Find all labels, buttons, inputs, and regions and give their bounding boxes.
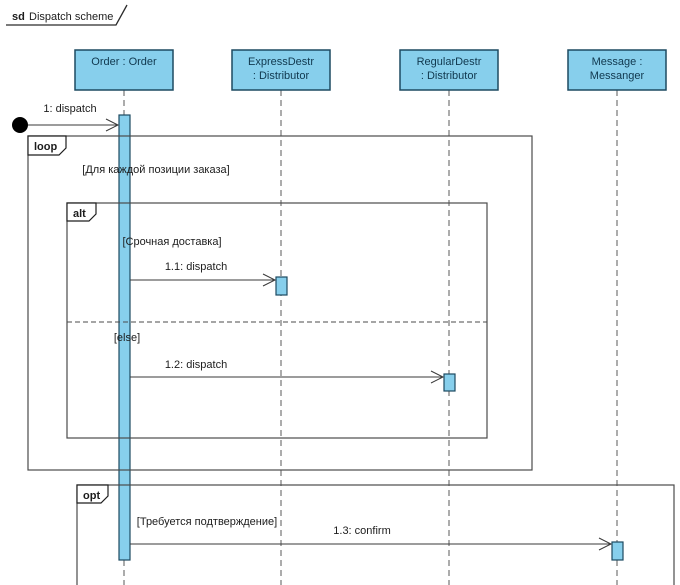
message-name-line1: Message : <box>592 56 643 68</box>
message-1-2-dispatch[interactable]: 1.2: dispatch <box>130 359 445 384</box>
order-name-line1: Order : Order <box>91 56 157 68</box>
alt-fragment[interactable]: alt [Срочная доставка] [else] <box>66 202 488 439</box>
open-arrowhead-icon <box>430 370 445 384</box>
order-activation-bar[interactable] <box>118 114 131 561</box>
message-1-3-confirm[interactable]: 1.3: confirm <box>130 525 613 551</box>
loop-fragment-border <box>27 135 533 471</box>
express-name-line2: : Distributor <box>253 70 310 82</box>
opt-operator-label: opt <box>83 490 100 502</box>
loop-fragment[interactable]: loop [Для каждой позиции заказа] <box>27 135 533 471</box>
express-name-line1: ExpressDestr <box>248 56 314 68</box>
frame-keyword: sd <box>12 11 25 23</box>
alt-fragment-border <box>66 202 488 439</box>
message-1-dispatch[interactable]: 1: dispatch <box>28 103 120 132</box>
alt-guard2-label: [else] <box>114 332 140 344</box>
alt-operator-tag <box>66 202 97 222</box>
message-activation-bar[interactable] <box>611 541 624 561</box>
express-activation-bar[interactable] <box>275 276 288 296</box>
regular-name-line2: : Distributor <box>421 70 478 82</box>
message-label: 1.2: dispatch <box>165 359 227 371</box>
opt-guard-label: [Требуется подтверждение] <box>137 516 277 528</box>
lifeline-message[interactable]: Message : Messanger <box>567 49 667 91</box>
lifeline-order[interactable]: Order : Order <box>74 49 174 91</box>
message-label: 1.3: confirm <box>333 525 390 537</box>
opt-fragment-border <box>76 484 675 585</box>
frame-title: Dispatch scheme <box>29 11 113 23</box>
loop-guard-label: [Для каждой позиции заказа] <box>82 164 229 176</box>
express-header-box[interactable] <box>231 49 331 91</box>
message-1-1-dispatch[interactable]: 1.1: dispatch <box>130 261 277 287</box>
message-name-line2: Messanger <box>590 70 645 82</box>
open-arrowhead-icon <box>598 537 613 551</box>
lifeline-expressdestr[interactable]: ExpressDestr : Distributor <box>231 49 331 91</box>
regular-name-line1: RegularDestr <box>417 56 482 68</box>
open-arrowhead-icon <box>105 118 120 132</box>
regular-header-box[interactable] <box>399 49 499 91</box>
frame-tag-shape <box>6 4 128 26</box>
opt-fragment[interactable]: opt [Требуется подтверждение] <box>76 484 675 585</box>
message-label: 1: dispatch <box>43 103 96 115</box>
message-header-box[interactable] <box>567 49 667 91</box>
open-arrowhead-icon <box>262 273 277 287</box>
message-label: 1.1: dispatch <box>165 261 227 273</box>
frame-tag: sd Dispatch scheme <box>6 4 128 26</box>
order-header-box[interactable] <box>74 49 174 91</box>
regular-activation-bar[interactable] <box>443 373 456 392</box>
start-node-icon[interactable] <box>12 117 28 133</box>
alt-guard1-label: [Срочная доставка] <box>122 236 221 248</box>
alt-operator-label: alt <box>73 208 86 220</box>
loop-operator-label: loop <box>34 141 57 153</box>
opt-operator-tag <box>76 484 109 504</box>
loop-operator-tag <box>27 135 67 156</box>
lifeline-regulardestr[interactable]: RegularDestr : Distributor <box>399 49 499 91</box>
